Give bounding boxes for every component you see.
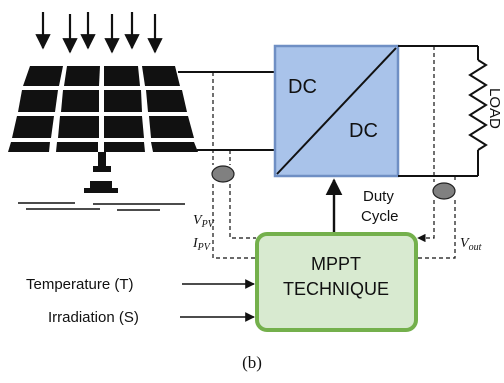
sunlight-arrows	[35, 12, 163, 54]
vout-label: Vout	[460, 236, 482, 253]
load-resistor	[468, 59, 488, 151]
mppt-block: MPPT TECHNIQUE	[255, 232, 418, 332]
vpv-label: VPV	[193, 213, 216, 230]
dc-dc-converter: DC DC	[273, 44, 400, 178]
pv-wires	[178, 71, 275, 151]
dc-output-label: DC	[349, 120, 378, 142]
solar-panel-icon	[8, 66, 198, 211]
irradiation-label: Irradiation (S)	[48, 309, 139, 326]
sensor-lines	[212, 46, 456, 259]
temperature-label: Temperature (T)	[26, 276, 134, 293]
duty-label-line2: Cycle	[361, 208, 399, 225]
converter-diagonal	[276, 47, 397, 175]
mppt-title: MPPT	[311, 254, 361, 274]
vout-arrow	[417, 200, 435, 243]
figure-caption: (b)	[242, 353, 262, 372]
dc-input-label: DC	[288, 76, 317, 98]
output-sensor	[432, 182, 456, 200]
duty-label-line1: Duty	[363, 188, 394, 205]
mppt-subtitle: TECHNIQUE	[283, 279, 389, 299]
load-label: LOAD	[486, 88, 503, 129]
pv-sensor	[211, 165, 235, 183]
output-circuit	[398, 45, 488, 177]
ipv-label: IPV	[192, 236, 212, 253]
